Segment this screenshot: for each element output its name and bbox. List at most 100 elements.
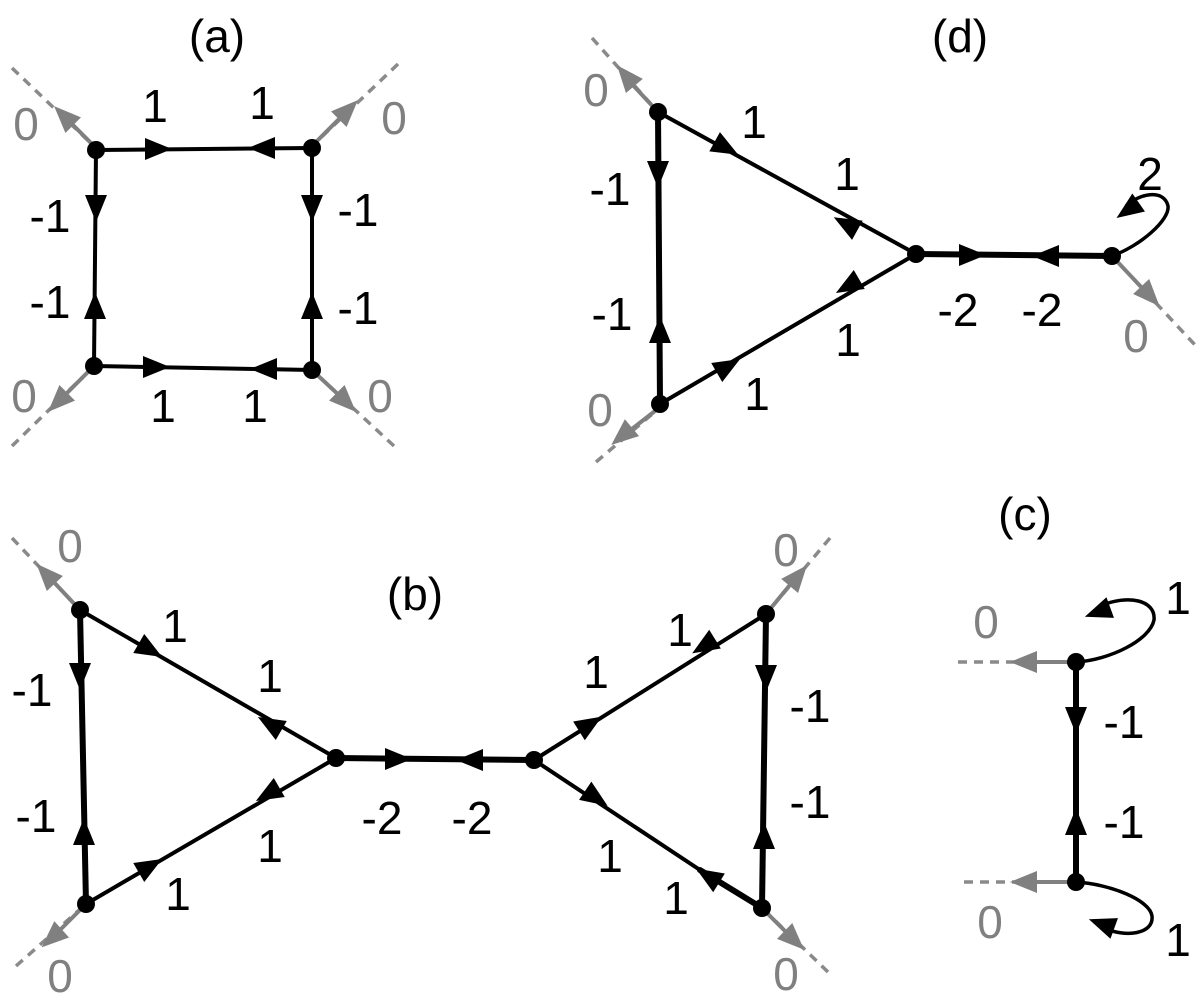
edge-right-vertical <box>759 611 769 911</box>
edge-weight-label: 1 <box>741 96 767 148</box>
edge-weight-label: 1 <box>597 830 623 882</box>
edge-weight-label: -1 <box>12 664 53 716</box>
arrow-icon <box>830 269 865 303</box>
edge-right-bottom <box>532 758 702 872</box>
node <box>303 361 321 379</box>
edge-weight-label: -1 <box>338 282 379 334</box>
loop-weight-label: 1 <box>1165 914 1191 966</box>
edge-left-bottom <box>84 756 338 906</box>
edge-weight-label: 1 <box>834 148 860 200</box>
edge-weight-label: -1 <box>590 163 631 215</box>
node <box>649 103 667 121</box>
edge-weight-label: -2 <box>938 284 979 336</box>
edge-bottom <box>92 364 314 372</box>
arrow-up-icon <box>301 292 323 319</box>
self-loop <box>1111 193 1170 258</box>
panel-b: (b) <box>10 520 832 1002</box>
arrow-right-icon <box>385 748 412 770</box>
arrow-up-icon <box>649 316 671 343</box>
edge-weight-label: 1 <box>165 868 191 920</box>
arrow-left-icon <box>456 749 483 771</box>
arrow-icon <box>709 132 744 165</box>
external-leg-bl <box>10 364 96 448</box>
edge-weight-label: 1 <box>257 820 283 872</box>
edge-weight-label: -2 <box>362 792 403 844</box>
edge-weight-label: 1 <box>583 646 609 698</box>
arrow-icon <box>711 349 746 383</box>
node <box>327 749 345 767</box>
external-weight-label: 0 <box>367 370 393 422</box>
arrow-icon <box>828 207 863 240</box>
node <box>303 139 321 157</box>
node <box>1067 873 1085 891</box>
external-weight-label: 0 <box>587 384 613 436</box>
arrow-right-icon <box>143 356 170 378</box>
self-loop-top <box>1075 598 1156 664</box>
arrow-icon <box>573 707 608 741</box>
node <box>525 751 543 769</box>
edge-weight-label: 1 <box>257 650 283 702</box>
arrow-right-icon <box>145 138 172 160</box>
panel-c: (c) 1 -1 -1 1 0 0 <box>958 488 1191 966</box>
edge-weight-label: 1 <box>150 380 176 432</box>
external-weight-label: 0 <box>773 524 799 576</box>
edge-weight-label: -1 <box>1104 796 1145 848</box>
external-arrow-top-icon <box>1010 651 1037 673</box>
loop-weight-label: 1 <box>1165 572 1191 624</box>
self-loop-bottom <box>1075 880 1154 936</box>
edge-left-vertical <box>77 607 89 907</box>
edge-bridge <box>913 251 1115 259</box>
panel-d-title: (d) <box>932 10 988 62</box>
node <box>757 605 775 623</box>
edge-weight-label: -1 <box>1104 696 1145 748</box>
arrow-up-icon <box>1065 808 1087 835</box>
arrow-up-icon <box>73 818 95 845</box>
arrow-left-icon <box>250 358 277 380</box>
edge-weight-label: 1 <box>835 314 861 366</box>
arrow-down-icon <box>647 161 669 188</box>
arrow-up-icon <box>84 292 106 319</box>
arrow-down-icon <box>1065 707 1087 734</box>
edge-vertical <box>655 109 663 407</box>
edge-weight-label: -1 <box>16 790 57 842</box>
external-weight-label: 0 <box>47 950 73 1002</box>
panel-a: (a) 1 1 -1 -1 <box>10 10 407 448</box>
edge-weight-label: 1 <box>249 77 275 129</box>
arrow-down-icon <box>85 195 107 222</box>
edge-bridge <box>333 755 537 763</box>
arrow-icon <box>690 859 725 893</box>
edge-weight-label: -1 <box>592 288 633 340</box>
edge-left <box>92 148 98 368</box>
panel-c-title: (c) <box>998 488 1052 540</box>
arrow-up-icon <box>753 822 775 849</box>
edge-weight-label: -1 <box>790 680 831 732</box>
node <box>85 357 103 375</box>
loop-arrow-icon <box>1085 908 1118 939</box>
edge-weight-label: -1 <box>30 190 71 242</box>
edge-right-top <box>532 612 768 762</box>
panel-b-title: (b) <box>387 568 443 620</box>
arrow-right-icon <box>959 244 986 266</box>
external-weight-label: 0 <box>773 948 799 1000</box>
edge-weight-label: -1 <box>30 276 71 328</box>
node <box>907 245 925 263</box>
node <box>87 141 105 159</box>
external-weight-label: 0 <box>583 64 609 116</box>
node <box>71 601 89 619</box>
edge-weight-label: -1 <box>338 184 379 236</box>
edge-weight-label: -2 <box>1022 284 1063 336</box>
edge-weight-label: 1 <box>162 600 188 652</box>
edge-weight-label: -2 <box>452 792 493 844</box>
arrow-down-icon <box>301 195 323 222</box>
edge-top <box>94 146 314 152</box>
node <box>1067 653 1085 671</box>
external-weight-label: 0 <box>1123 310 1149 362</box>
external-weight-label: 0 <box>973 596 999 648</box>
node <box>651 395 669 413</box>
arrow-down-icon <box>69 663 91 690</box>
edge-weight-label: 1 <box>744 368 770 420</box>
external-weight-label: 0 <box>977 896 1003 948</box>
external-weight-label: 0 <box>381 92 407 144</box>
arrow-icon <box>133 849 168 883</box>
node <box>1103 247 1121 265</box>
